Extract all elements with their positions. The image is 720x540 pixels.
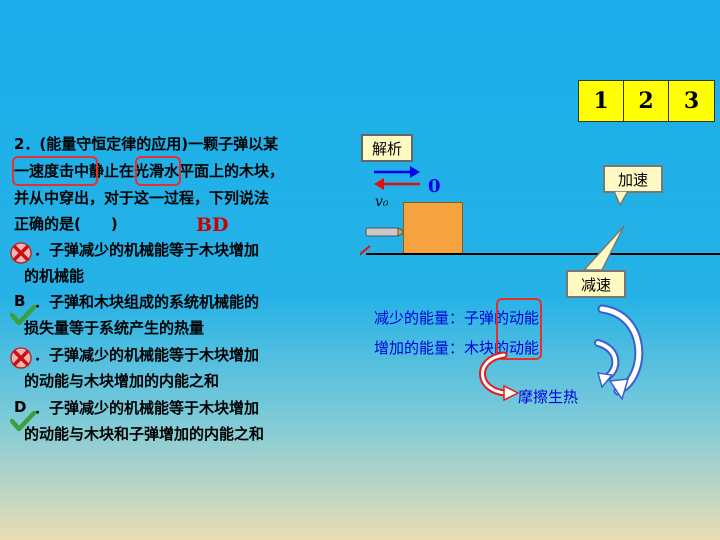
zero-label: 0 [428, 176, 441, 197]
speed-up-callout-tail [613, 191, 629, 207]
wrong-mark-icon [10, 242, 32, 264]
page-1-button[interactable]: 1 [579, 81, 624, 121]
option-b-line-1: ．子弹和木块组成的系统机械能的 [34, 293, 260, 311]
page-3-button[interactable]: 3 [669, 81, 714, 121]
analysis-button[interactable]: 解析 [361, 134, 413, 162]
page-2-button[interactable]: 2 [624, 81, 669, 121]
option-b-letter: B [14, 292, 26, 310]
option-d-line-2: 的动能与木块和子弹增加的内能之和 [24, 425, 265, 443]
ground-line [366, 253, 720, 255]
option-c-line-2: 的动能与木块增加的内能之和 [24, 372, 220, 390]
question-line-2: 一速度击中静止在光滑水平面上的木块， [14, 162, 285, 180]
energy-flow-arrows [479, 304, 644, 402]
question-line-1: 2．(能量守恒定律的应用)一颗子弹以某 [14, 135, 279, 153]
option-c-line-1: ．子弹减少的机械能等于木块增加 [34, 346, 260, 364]
highlight-static [135, 156, 181, 186]
highlight-energy-nouns [496, 298, 542, 360]
slow-down-callout-tail [582, 225, 625, 271]
wood-block [403, 202, 463, 254]
v0-label: v₀ [375, 194, 389, 210]
option-a-line-2: 的机械能 [24, 267, 85, 285]
page-nav: 1 2 3 [578, 80, 715, 122]
physics-diagram [360, 166, 463, 256]
question-line-3: 并从中穿出，对于这一过程，下列说法 [14, 189, 270, 207]
option-d-line-1: ．子弹减少的机械能等于木块增加 [34, 399, 260, 417]
option-d-letter: D [14, 398, 27, 416]
correct-mark-icon [10, 304, 36, 326]
wrong-mark-icon [10, 347, 32, 369]
highlight-speed [12, 156, 98, 186]
option-b-line-2: 损失量等于系统产生的热量 [24, 319, 205, 337]
answer-text: BD [196, 214, 229, 236]
slow-down-callout: 减速 [566, 270, 626, 298]
option-a-line-1: ．子弹减少的机械能等于木块增加 [34, 241, 260, 259]
question-line-4: 正确的是( ) [14, 215, 118, 233]
correct-mark-icon [10, 410, 36, 432]
speed-up-callout: 加速 [603, 165, 663, 193]
friction-heat-text: 摩擦生热 [518, 388, 579, 406]
